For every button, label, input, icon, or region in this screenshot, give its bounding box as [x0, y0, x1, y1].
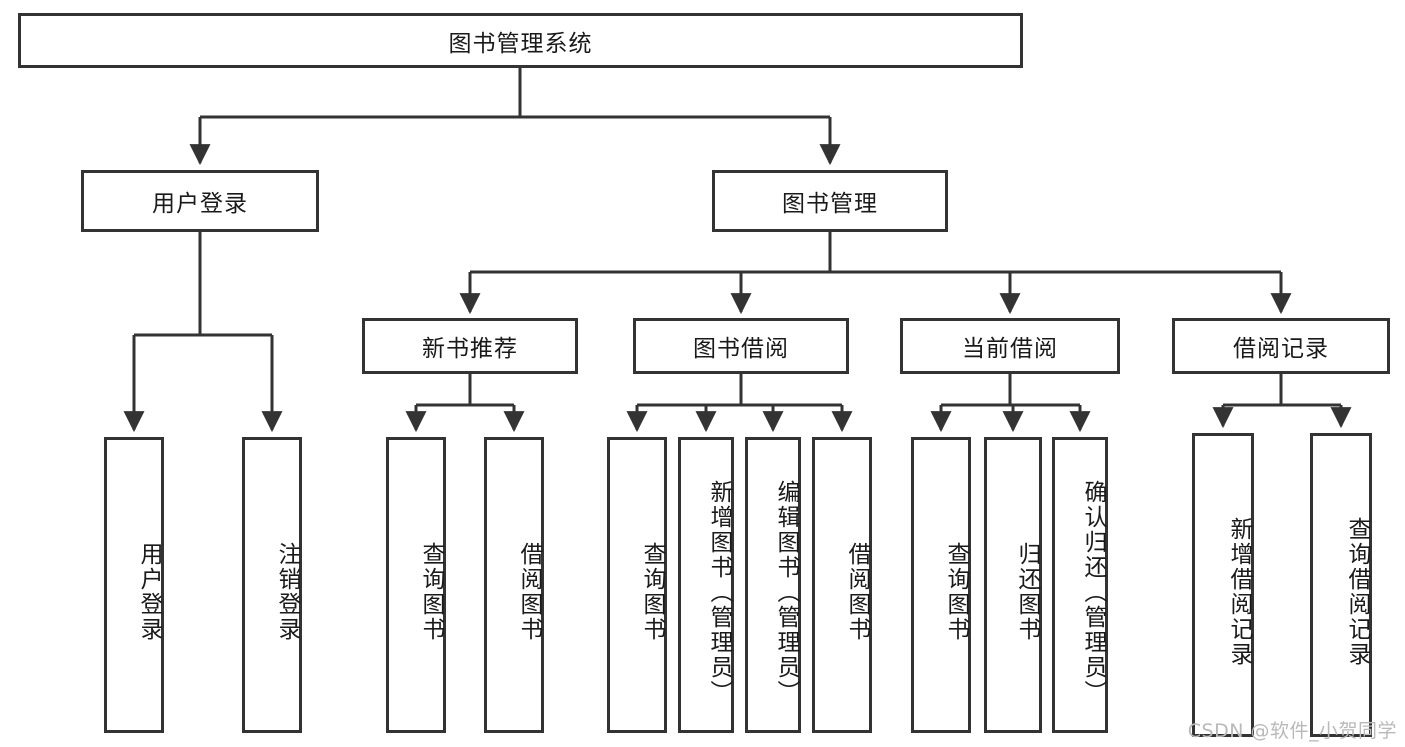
leaf-borrow-books-recommend-label: 借阅图书 — [516, 542, 542, 642]
node-borrow-records-label: 借阅记录 — [1233, 336, 1329, 362]
leaf-return-book[interactable]: 归还图书 — [984, 437, 1042, 733]
leaf-query-books-recommend[interactable]: 查询图书 — [386, 437, 446, 733]
node-borrow-records[interactable]: 借阅记录 — [1172, 318, 1390, 374]
leaf-lend-book-label: 借阅图书 — [844, 542, 870, 642]
node-new-book-recommend-label: 新书推荐 — [422, 336, 518, 362]
node-root-label: 图书管理系统 — [448, 30, 593, 57]
node-current-borrow-label: 当前借阅 — [962, 336, 1058, 362]
watermark: CSDN @软件_小贺同学 — [1187, 720, 1397, 742]
leaf-add-book-admin-label: 新增图书（管理员） — [706, 479, 732, 705]
leaf-logout[interactable]: 注销登录 — [242, 437, 302, 733]
leaf-confirm-return-admin[interactable]: 确认归还（管理员） — [1052, 437, 1108, 733]
leaf-add-book-admin[interactable]: 新增图书（管理员） — [678, 437, 734, 733]
leaf-lend-book[interactable]: 借阅图书 — [812, 437, 872, 733]
node-root[interactable]: 图书管理系统 — [18, 13, 1023, 68]
leaf-edit-book-admin[interactable]: 编辑图书（管理员） — [745, 437, 801, 733]
leaf-borrow-books-recommend[interactable]: 借阅图书 — [484, 437, 544, 733]
node-user-login[interactable]: 用户登录 — [81, 170, 319, 232]
leaf-edit-book-admin-label: 编辑图书（管理员） — [773, 479, 799, 705]
node-current-borrow[interactable]: 当前借阅 — [900, 318, 1120, 374]
leaf-query-borrow-record[interactable]: 查询借阅记录 — [1310, 433, 1372, 737]
leaf-query-books-borrow[interactable]: 查询图书 — [607, 437, 667, 733]
leaf-query-books-borrow-label: 查询图书 — [639, 542, 665, 642]
leaf-query-books-recommend-label: 查询图书 — [418, 542, 444, 642]
leaf-query-books-current-label: 查询图书 — [943, 542, 969, 642]
node-new-book-recommend[interactable]: 新书推荐 — [362, 318, 578, 374]
leaf-query-books-current[interactable]: 查询图书 — [911, 437, 971, 733]
node-book-management[interactable]: 图书管理 — [712, 170, 948, 232]
leaf-logout-label: 注销登录 — [274, 542, 300, 642]
leaf-return-book-label: 归还图书 — [1014, 542, 1040, 642]
leaf-confirm-return-admin-label: 确认归还（管理员） — [1080, 479, 1106, 705]
node-book-management-label: 图书管理 — [782, 191, 878, 217]
leaf-user-login[interactable]: 用户登录 — [104, 437, 164, 733]
leaf-add-borrow-record-label: 新增借阅记录 — [1226, 517, 1252, 667]
node-book-borrow[interactable]: 图书借阅 — [633, 318, 849, 374]
leaf-user-login-label: 用户登录 — [136, 542, 162, 642]
node-book-borrow-label: 图书借阅 — [693, 336, 789, 362]
leaf-add-borrow-record[interactable]: 新增借阅记录 — [1192, 433, 1254, 737]
node-user-login-label: 用户登录 — [152, 191, 248, 217]
leaf-query-borrow-record-label: 查询借阅记录 — [1344, 517, 1370, 667]
